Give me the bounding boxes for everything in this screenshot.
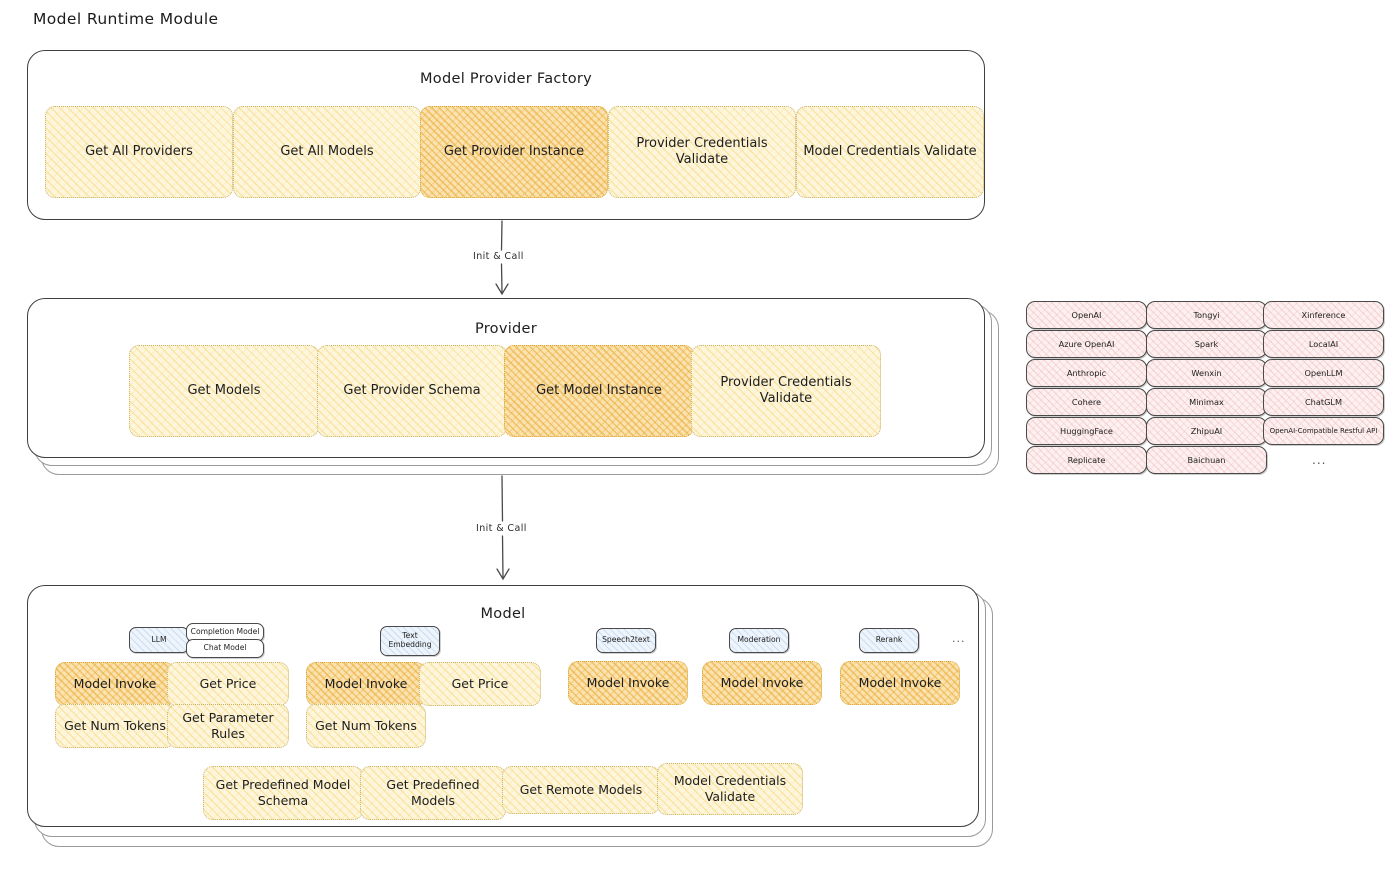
arrow-label-factory-to-provider: Init & Call [470,251,527,262]
model-badge-moderation[interactable]: Moderation [729,628,789,653]
page-title: Model Runtime Module [33,10,219,28]
model-common-node-model-credentials-validate[interactable]: Model Credentials Validate [657,763,803,815]
factory-node-get-all-models[interactable]: Get All Models [233,106,421,198]
model-llm-node-model-invoke[interactable]: Model Invoke [55,662,175,706]
model-llm-node-get-price[interactable]: Get Price [167,662,289,706]
factory-node-model-credentials-validate[interactable]: Model Credentials Validate [796,106,984,198]
model-panel: Model [27,585,979,827]
model-rerank-node-model-invoke[interactable]: Model Invoke [840,661,960,705]
model-types-more-ellipsis: ... [952,632,966,645]
model-text-embedding-node-model-invoke[interactable]: Model Invoke [306,662,426,706]
model-text-embedding-node-get-price[interactable]: Get Price [419,662,541,706]
provider-chip-baichuan[interactable]: Baichuan [1146,446,1267,474]
provider-chip-tongyi[interactable]: Tongyi [1146,301,1267,329]
model-common-node-get-remote-models[interactable]: Get Remote Models [502,766,660,814]
provider-chip-azure-openai[interactable]: Azure OpenAI [1026,330,1147,358]
model-text-embedding-node-get-num-tokens[interactable]: Get Num Tokens [306,704,426,748]
model-speech2text-node-model-invoke[interactable]: Model Invoke [568,661,688,705]
provider-chip-openai-compatible-restful-api[interactable]: OpenAI-Compatible Restful API [1263,417,1384,445]
model-badge-speech2text[interactable]: Speech2text [596,628,656,653]
provider-node-get-model-instance[interactable]: Get Model Instance [504,345,694,437]
provider-list-more-ellipsis: ... [1312,453,1327,467]
arrow-provider-to-model-head [496,568,510,581]
provider-chip-wenxin[interactable]: Wenxin [1146,359,1267,387]
provider-chip-openllm[interactable]: OpenLLM [1263,359,1384,387]
provider-title: Provider [474,321,538,337]
model-badge-llm[interactable]: LLM [129,627,189,653]
provider-chip-chatglm[interactable]: ChatGLM [1263,388,1384,416]
model-badge-chat-model[interactable]: Chat Model [186,639,264,658]
provider-chip-minimax[interactable]: Minimax [1146,388,1267,416]
model-badge-rerank[interactable]: Rerank [859,628,919,653]
provider-chip-openai[interactable]: OpenAI [1026,301,1147,329]
provider-node-provider-credentials-validate[interactable]: Provider Credentials Validate [691,345,881,437]
provider-chip-huggingface[interactable]: HuggingFace [1026,417,1147,445]
model-badge-text-embedding[interactable]: Text Embedding [380,626,440,656]
arrow-factory-to-provider-head [495,283,509,296]
model-title: Model [480,606,526,622]
provider-chip-cohere[interactable]: Cohere [1026,388,1147,416]
model-llm-node-get-num-tokens[interactable]: Get Num Tokens [55,704,175,748]
factory-node-get-all-providers[interactable]: Get All Providers [45,106,233,198]
model-common-node-get-predefined-model-schema[interactable]: Get Predefined Model Schema [203,766,363,820]
arrow-label-provider-to-model: Init & Call [473,523,530,534]
model-common-node-get-predefined-models[interactable]: Get Predefined Models [360,766,506,820]
provider-chip-xinference[interactable]: Xinference [1263,301,1384,329]
provider-chip-localai[interactable]: LocalAI [1263,330,1384,358]
factory-node-provider-credentials-validate[interactable]: Provider Credentials Validate [608,106,796,198]
factory-node-get-provider-instance[interactable]: Get Provider Instance [420,106,608,198]
provider-node-get-provider-schema[interactable]: Get Provider Schema [317,345,507,437]
model-moderation-node-model-invoke[interactable]: Model Invoke [702,661,822,705]
provider-node-get-models[interactable]: Get Models [129,345,319,437]
model-provider-factory-title: Model Provider Factory [419,71,593,87]
model-llm-node-get-parameter-rules[interactable]: Get Parameter Rules [167,704,289,748]
provider-chip-anthropic[interactable]: Anthropic [1026,359,1147,387]
provider-chip-replicate[interactable]: Replicate [1026,446,1147,474]
provider-chip-spark[interactable]: Spark [1146,330,1267,358]
provider-chip-zhipuai[interactable]: ZhipuAI [1146,417,1267,445]
